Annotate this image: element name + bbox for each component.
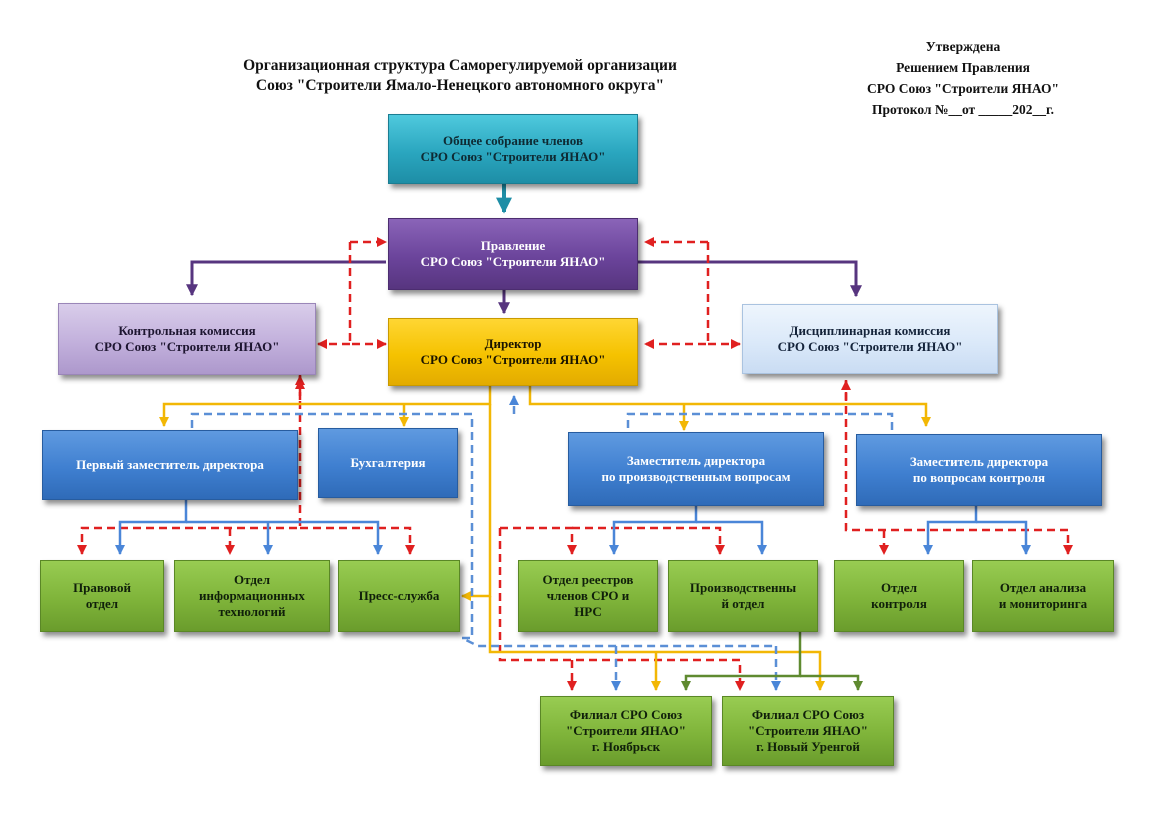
control-dept-line-1: Отдел (881, 580, 917, 595)
director-box: Директор СРО Союз "Строители ЯНАО" (388, 318, 638, 386)
general-meeting-box: Общее собрание членов СРО Союз "Строител… (388, 114, 638, 184)
registry-line-1: Отдел реестров (542, 572, 634, 587)
control-department-box: Отдел контроля (834, 560, 964, 632)
branch-noyabrsk-line-3: г. Ноябрьск (591, 739, 661, 754)
title-line-1: Организационная структура Саморегулируем… (243, 57, 677, 74)
approval-line-1: Утверждена (925, 39, 1001, 54)
branch-noyabrsk-box: Филиал СРО Союз "Строители ЯНАО" г. Нояб… (540, 696, 712, 766)
press-line-1: Пресс-служба (358, 588, 440, 603)
blue-solid-connectors (115, 500, 1031, 555)
analysis-line-2: и мониторинга (998, 596, 1088, 611)
control-commission-box: Контрольная комиссия СРО Союз "Строители… (58, 303, 316, 375)
disciplinary-commission-line-2: СРО Союз "Строители ЯНАО" (777, 339, 963, 354)
deputy-control-line-1: Заместитель директора (909, 454, 1049, 469)
production-department-box: Производственны й отдел (668, 560, 818, 632)
branch-urengoy-line-1: Филиал СРО Союз (751, 707, 865, 722)
branch-noyabrsk-line-2: "Строители ЯНАО" (566, 723, 686, 738)
branch-urengoy-line-2: "Строители ЯНАО" (748, 723, 868, 738)
deputy-control-line-2: по вопросам контроля (912, 470, 1046, 485)
red-dashed-connectors (77, 237, 1073, 691)
disciplinary-commission-box: Дисциплинарная комиссия СРО Союз "Строит… (742, 304, 998, 374)
registry-department-box: Отдел реестров членов СРО и НРС (518, 560, 658, 632)
registry-line-3: НРС (574, 604, 602, 619)
director-line-2: СРО Союз "Строители ЯНАО" (420, 352, 606, 367)
first-deputy-line-1: Первый заместитель директора (76, 457, 264, 472)
approval-stamp: Утверждена Решением Правления СРО Союз "… (828, 36, 1098, 120)
registry-line-2: членов СРО и (546, 588, 630, 603)
legal-department-box: Правовой отдел (40, 560, 164, 632)
blue-dashed-connectors (190, 395, 894, 691)
production-line-1: Производственны (689, 580, 797, 595)
director-line-1: Директор (484, 336, 542, 351)
it-line-2: информационных (199, 588, 305, 603)
it-line-3: технологий (218, 604, 286, 619)
press-service-box: Пресс-служба (338, 560, 460, 632)
board-line-2: СРО Союз "Строители ЯНАО" (420, 254, 606, 269)
production-line-2: й отдел (721, 596, 765, 611)
general-meeting-line-2: СРО Союз "Строители ЯНАО" (420, 149, 606, 164)
legal-line-2: отдел (85, 596, 119, 611)
analysis-department-box: Отдел анализа и мониторинга (972, 560, 1114, 632)
deputy-production-line-1: Заместитель директора (626, 453, 766, 468)
green-connectors (681, 632, 863, 691)
approval-line-3: СРО Союз "Строители ЯНАО" (867, 81, 1059, 96)
first-deputy-box: Первый заместитель директора (42, 430, 298, 500)
yellow-connectors (159, 386, 931, 691)
analysis-line-1: Отдел анализа (999, 580, 1087, 595)
branch-urengoy-line-3: г. Новый Уренгой (756, 739, 860, 754)
approval-line-4: Протокол №__от _____202__г. (871, 102, 1055, 117)
deputy-control-box: Заместитель директора по вопросам контро… (856, 434, 1102, 506)
general-meeting-line-1: Общее собрание членов (443, 133, 583, 148)
control-commission-line-2: СРО Союз "Строители ЯНАО" (94, 339, 280, 354)
board-connectors (186, 260, 862, 315)
control-commission-line-1: Контрольная комиссия (118, 323, 256, 338)
deputy-production-line-2: по производственным вопросам (601, 469, 791, 484)
control-dept-line-2: контроля (871, 596, 927, 611)
board-line-1: Правление (480, 238, 546, 253)
branch-urengoy-box: Филиал СРО Союз "Строители ЯНАО" г. Новы… (722, 696, 894, 766)
diagram-title: Организационная структура Саморегулируем… (160, 56, 760, 96)
branch-noyabrsk-line-1: Филиал СРО Союз (569, 707, 683, 722)
accounting-line-1: Бухгалтерия (350, 455, 426, 470)
legal-line-1: Правовой (73, 580, 131, 595)
accounting-box: Бухгалтерия (318, 428, 458, 498)
it-line-1: Отдел (234, 572, 270, 587)
title-line-2: Союз "Строители Ямало-Ненецкого автономн… (255, 77, 665, 94)
disciplinary-commission-line-1: Дисциплинарная комиссия (789, 323, 951, 338)
deputy-production-box: Заместитель директора по производственны… (568, 432, 824, 506)
it-department-box: Отдел информационных технологий (174, 560, 330, 632)
approval-line-2: Решением Правления (896, 60, 1030, 75)
board-box: Правление СРО Союз "Строители ЯНАО" (388, 218, 638, 290)
